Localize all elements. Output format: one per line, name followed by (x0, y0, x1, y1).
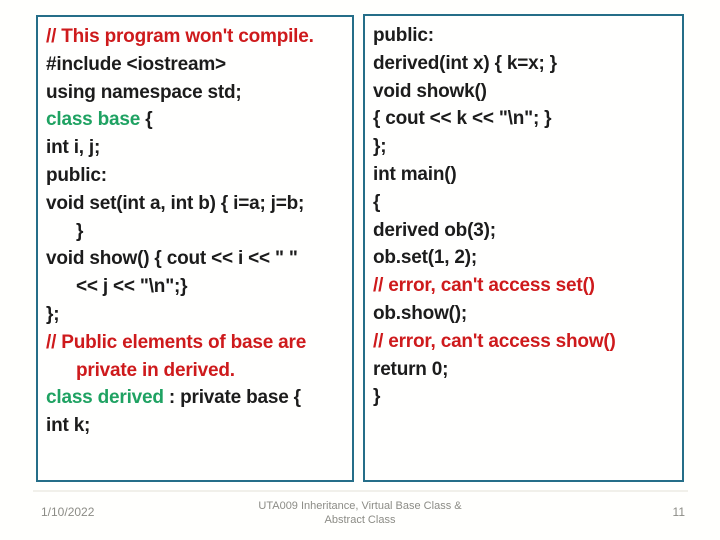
code-segment: public: (46, 164, 107, 186)
left-code-box: // This program won't compile. #include <… (36, 15, 354, 482)
code-line: ob.set(1, 2); (373, 244, 674, 272)
code-segment: class base (46, 109, 146, 131)
code-line: }; (373, 133, 674, 161)
code-segment: // error, can't access show() (373, 330, 616, 352)
code-segment: public: (373, 25, 434, 46)
code-line: ob.show(); (373, 300, 674, 328)
slide-number: 11 (672, 505, 685, 519)
code-segment: << j << "\n";} (76, 276, 188, 298)
code-line: // error, can't access set() (373, 272, 674, 300)
code-line: public: (373, 22, 674, 50)
code-line: class base { (46, 106, 344, 134)
code-segment: using namespace std; (46, 81, 242, 103)
code-segment: void showk() (373, 80, 487, 102)
code-line: using namespace std; (46, 79, 344, 107)
footer-title-line1: UTA009 Inheritance, Virtual Base Class & (258, 500, 462, 512)
code-segment: { (373, 191, 381, 213)
code-line: derived(int x) { k=x; } (373, 50, 674, 78)
slide-date: 1/10/2022 (41, 505, 95, 519)
code-line: } (373, 383, 674, 411)
code-line: class derived : private base { (46, 384, 344, 412)
code-segment: int i, j; (46, 137, 101, 159)
code-line: // Public elements of base are (46, 329, 344, 357)
code-segment: { cout << k << "\n"; } (373, 108, 552, 130)
code-line: // error, can't access show() (373, 328, 674, 356)
right-code-box: public: derived(int x) { k=x; } void showk… (363, 14, 684, 482)
code-line: // This program won't compile. (46, 23, 344, 51)
code-segment: ob.set(1, 2); (373, 247, 478, 269)
footer-title: UTA009 Inheritance, Virtual Base Class &… (160, 500, 560, 527)
code-line: int k; (46, 412, 344, 440)
code-segment: // Public elements of base are (46, 331, 307, 353)
footer-title-line2: Abstract Class (324, 513, 396, 526)
code-segment: return 0; (373, 358, 449, 380)
code-segment: void show() { cout << i << " " (46, 248, 298, 270)
code-segment: derived ob(3); (373, 219, 496, 241)
code-line: private in derived. (46, 357, 344, 385)
code-line: { (373, 189, 674, 217)
code-line: int main() (373, 161, 674, 189)
code-segment: } (373, 386, 381, 408)
code-line: void showk() (373, 78, 674, 106)
code-segment: class derived (46, 387, 169, 409)
code-line: }; (46, 301, 344, 329)
code-line: #include <iostream> (46, 51, 344, 79)
code-segment: { (145, 109, 153, 131)
code-line: int i, j; (46, 134, 344, 162)
code-segment: }; (46, 303, 60, 325)
code-line: << j << "\n";} (46, 273, 344, 301)
code-segment: void set(int a, int b) { i=a; j=b; (46, 192, 305, 214)
code-line: } (46, 218, 344, 246)
code-segment: }; (373, 136, 387, 158)
code-segment: private in derived. (76, 359, 235, 381)
code-line: { cout << k << "\n"; } (373, 105, 674, 133)
code-segment: int k; (46, 415, 91, 437)
code-segment: #include <iostream> (46, 53, 226, 75)
code-segment: derived(int x) { k=x; } (373, 52, 557, 74)
code-line: void set(int a, int b) { i=a; j=b; (46, 190, 344, 218)
code-segment: : private base { (168, 387, 301, 409)
code-line: derived ob(3); (373, 217, 674, 245)
code-segment: ob.show(); (373, 302, 468, 324)
code-segment: int main() (373, 163, 457, 185)
code-segment: } (76, 220, 84, 242)
code-segment: // error, can't access set() (373, 275, 595, 297)
code-segment: // This program won't compile. (46, 26, 314, 47)
divider-line (33, 490, 688, 492)
code-line: public: (46, 162, 344, 190)
code-line: return 0; (373, 356, 674, 384)
code-line: void show() { cout << i << " " (46, 245, 344, 273)
